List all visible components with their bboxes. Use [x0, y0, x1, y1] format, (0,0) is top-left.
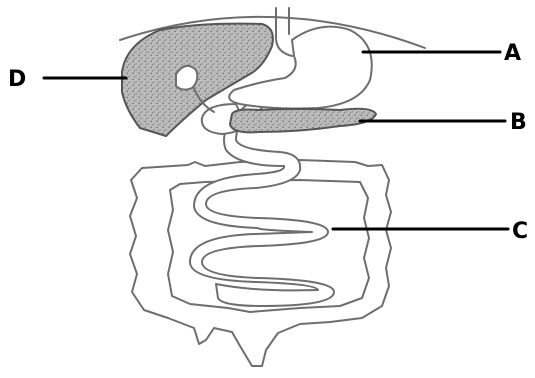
label-c: C: [512, 219, 528, 244]
gallbladder: [176, 66, 197, 90]
pancreas: [230, 109, 376, 133]
label-d: D: [8, 67, 26, 92]
label-b: B: [510, 110, 527, 135]
label-a: A: [504, 41, 521, 66]
